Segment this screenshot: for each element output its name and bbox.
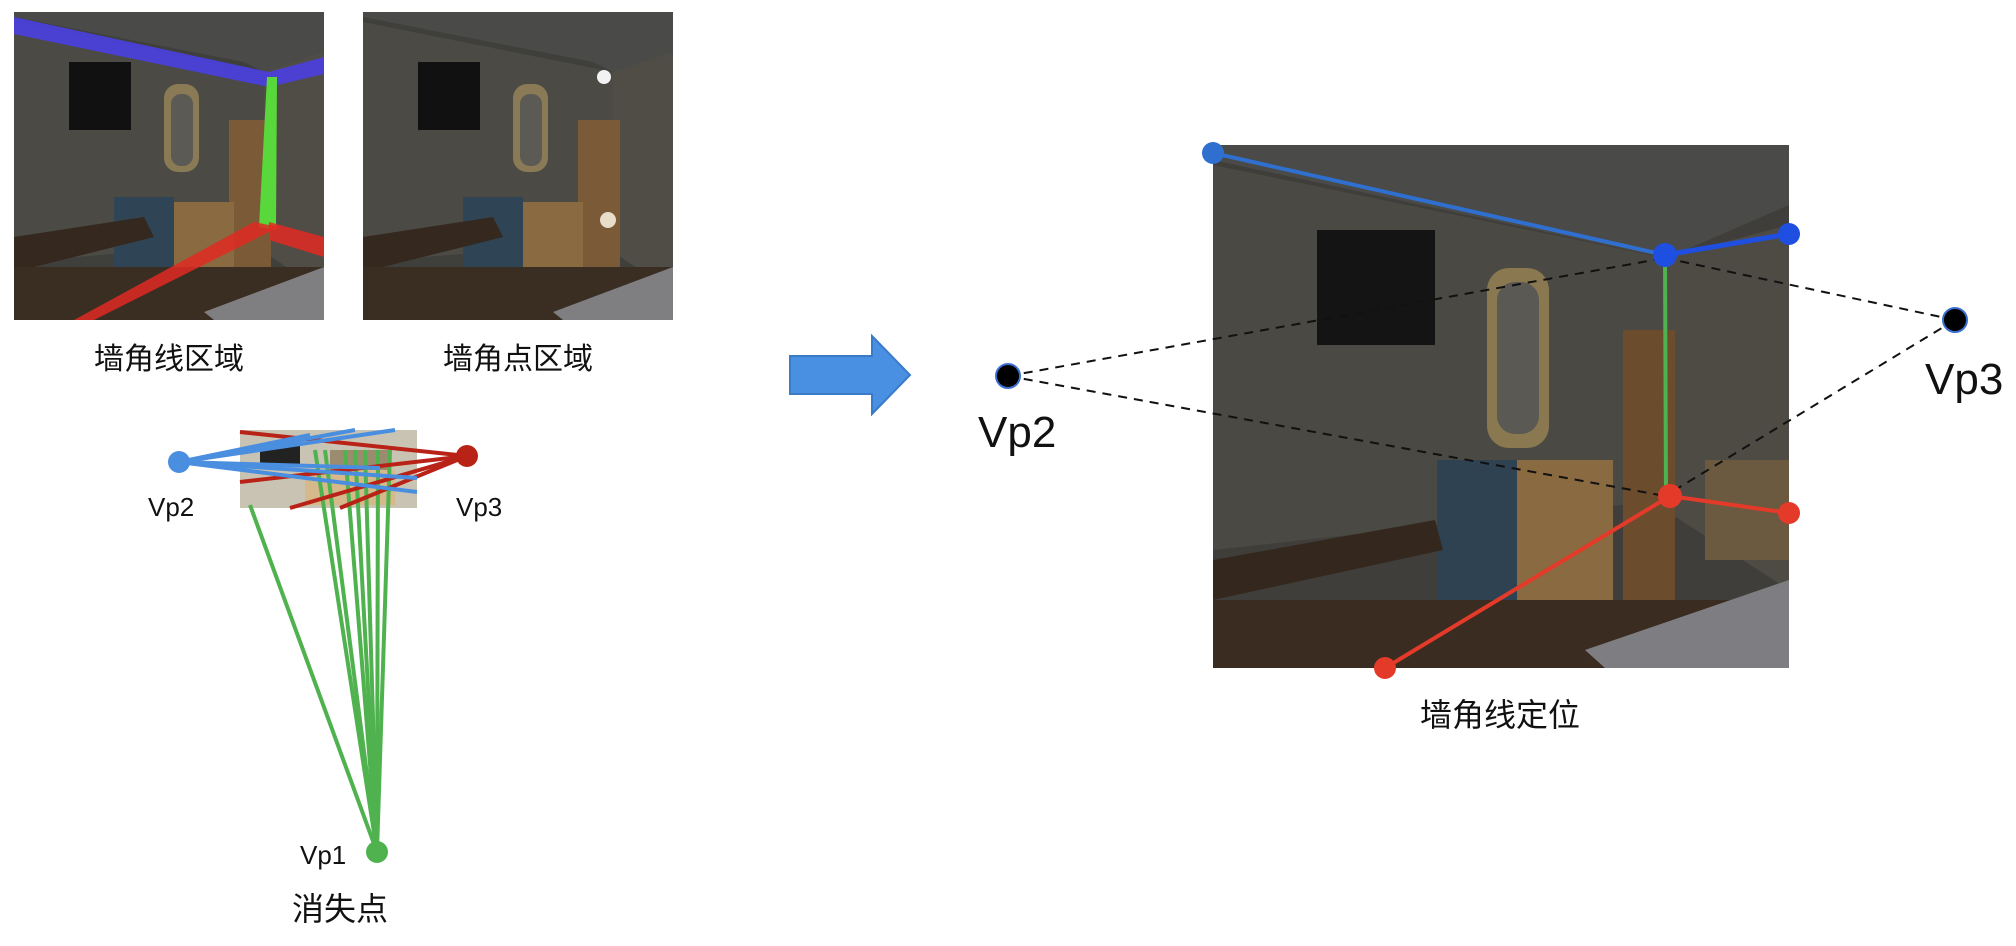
- corner-line-region-image: [14, 12, 324, 320]
- vp1-lines: [248, 449, 392, 853]
- vanishing-points-caption: 消失点: [291, 890, 388, 928]
- corner-line-region-caption: 墙角线区域: [94, 342, 244, 377]
- bottom-corner-point: [1658, 484, 1682, 508]
- vp2-label: Vp2: [148, 492, 195, 522]
- vp1-label: Vp1: [300, 840, 347, 870]
- vp2-dark-point: [995, 363, 1021, 389]
- vp3-large-label: Vp3: [1925, 355, 2004, 404]
- vp2-point: [168, 451, 190, 473]
- ceiling-left-point: [1202, 142, 1224, 164]
- ceiling-right-point: [1778, 223, 1800, 245]
- vp3-lines: [239, 430, 468, 510]
- corner-line-localization-diagram: [965, 130, 2015, 690]
- ceiling-line-right: [1664, 231, 1790, 258]
- vanishing-dashed-lines: [1007, 257, 1956, 497]
- vertical-corner-line: [1663, 254, 1668, 497]
- vanishing-points-diagram: [150, 420, 530, 870]
- vp2-large-label: Vp2: [978, 408, 1057, 457]
- floor-left-point: [1374, 657, 1396, 679]
- ceiling-line-left: [1212, 151, 1666, 257]
- floor-right-point: [1778, 502, 1800, 524]
- vp3-point: [456, 445, 478, 467]
- floor-line-right: [1669, 494, 1790, 515]
- vp1-point: [366, 841, 388, 863]
- room-photo: [1213, 145, 1789, 668]
- right-arrow-icon: [788, 334, 913, 416]
- vp3-dark-point: [1942, 307, 1968, 333]
- corner-point-region-image: [363, 12, 673, 320]
- vp2-lines: [178, 428, 418, 494]
- floor-line-left: [1383, 494, 1672, 670]
- corner-point-region-caption: 墙角点区域: [443, 342, 593, 377]
- vp3-label: Vp3: [456, 492, 503, 522]
- top-corner-point: [1653, 243, 1677, 267]
- corner-line-localization-caption: 墙角线定位: [1419, 696, 1580, 734]
